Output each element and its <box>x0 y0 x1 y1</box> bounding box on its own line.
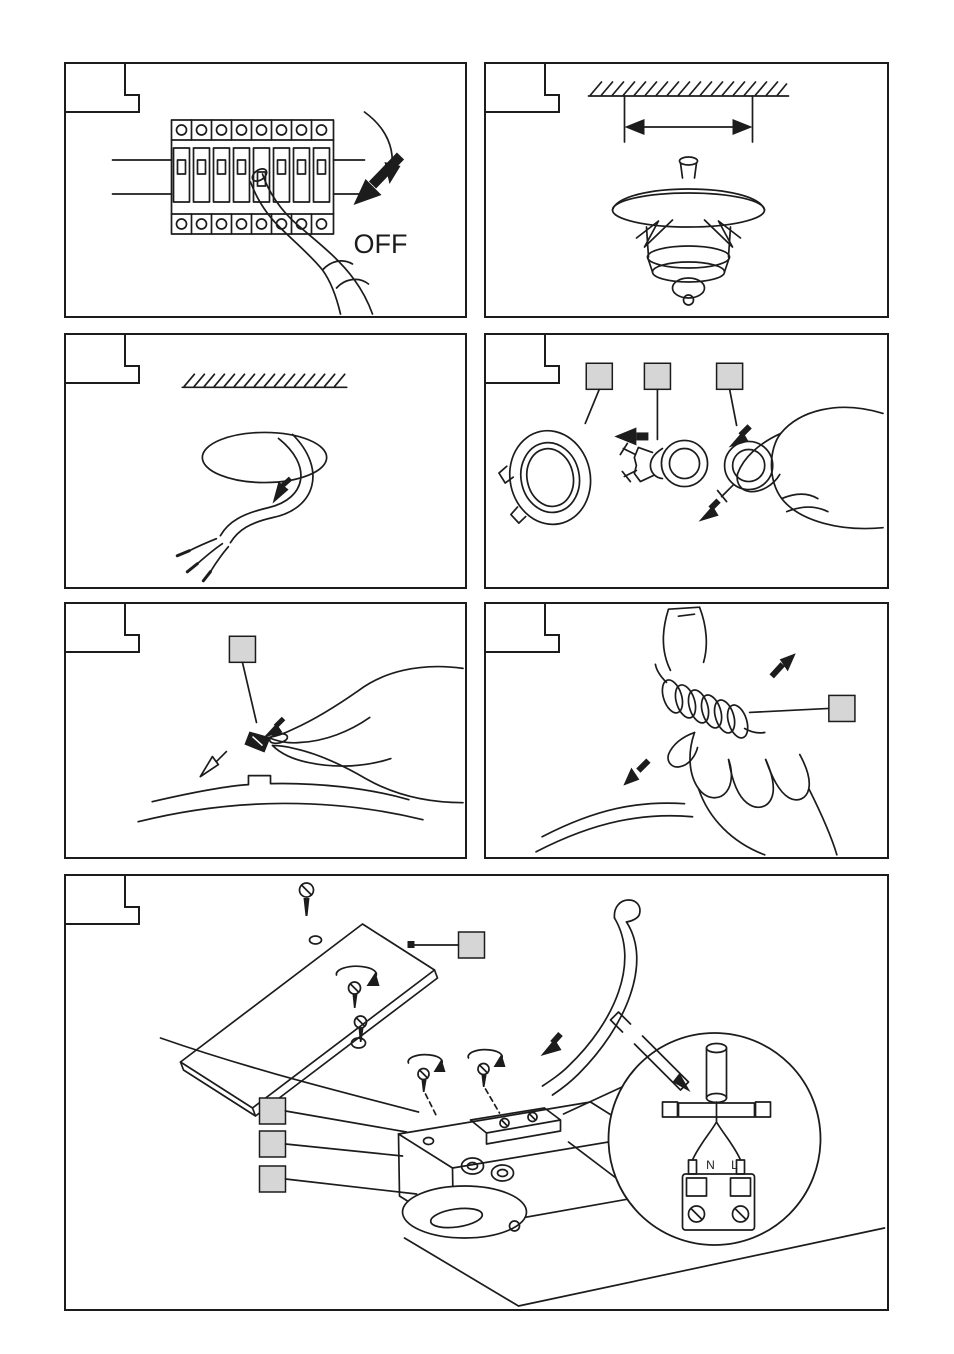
pull-arrow-down <box>623 758 651 786</box>
callout-box <box>258 1165 287 1193</box>
pointing-hand <box>249 167 374 315</box>
step-number-tab <box>64 602 140 653</box>
step-number-tab <box>484 62 560 113</box>
ceiling-fixture <box>611 156 766 306</box>
wiring-detail-inset: N L <box>607 1011 822 1246</box>
illustration-pull-cable <box>175 373 348 583</box>
panel-hold-springs <box>484 602 889 859</box>
push-arrow <box>263 716 286 738</box>
screw-with-turn-arrow-a <box>335 965 380 1008</box>
step-number-tab <box>64 874 140 925</box>
zoom-leader-line <box>562 1083 630 1115</box>
fixture-rim <box>137 774 424 823</box>
terminal-l-label: L <box>731 1158 738 1172</box>
panel-insert-bulb <box>484 333 889 589</box>
terminal-clamp-assembly <box>661 1042 772 1231</box>
cable-arrow <box>540 1032 563 1056</box>
twist-arrow-top <box>728 424 752 448</box>
leader-line <box>241 661 258 724</box>
illustration-mount-and-wire: N L <box>159 882 886 1307</box>
twist-arrow-bottom <box>698 498 721 522</box>
callout-box <box>228 635 257 664</box>
callout-box <box>585 362 614 391</box>
leader-line <box>584 388 601 425</box>
clearance-measure-arrow <box>623 95 754 143</box>
step-number-tab <box>64 62 140 113</box>
panel-pull-cable <box>64 333 467 589</box>
ceiling-hatch <box>587 81 790 97</box>
screw-with-turn-arrow-c <box>407 1053 446 1119</box>
ceiling-hole <box>201 431 328 484</box>
ceiling-hatch <box>181 373 348 389</box>
circuit-breaker-strip <box>111 119 366 235</box>
step-number-tab <box>484 602 560 653</box>
pull-arrow-up <box>769 653 796 679</box>
gu10-bulb <box>619 439 709 488</box>
leader-line <box>728 388 738 427</box>
housing-opening <box>401 1185 528 1239</box>
screwdriver-arrow <box>672 1073 691 1092</box>
callout-box <box>828 694 856 723</box>
mains-cable <box>541 899 641 1096</box>
pinching-hand <box>267 665 464 804</box>
leader-line <box>748 707 830 714</box>
spring-clip-part <box>244 731 271 753</box>
fixture-rim <box>535 802 694 853</box>
leader-line <box>284 1143 404 1157</box>
leader-line <box>284 1178 418 1195</box>
panel-attach-clip <box>64 602 467 859</box>
illustration-ceiling-clearance <box>587 81 790 306</box>
step-number-tab <box>484 333 560 384</box>
switch-off-arrow <box>353 152 405 205</box>
insert-arrow <box>614 427 649 446</box>
leader-dot <box>407 941 415 948</box>
hand-holding-bulb <box>716 406 884 530</box>
coil-spring <box>654 663 766 739</box>
ceiling-cutout-edge <box>159 1037 420 1113</box>
mounting-plate <box>179 923 439 1117</box>
mains-cable <box>175 433 314 583</box>
hand-holding-spring <box>667 731 838 856</box>
off-label: OFF <box>354 229 408 259</box>
pull-down-arrow <box>272 476 293 504</box>
step-number-tab <box>64 333 140 384</box>
illustration-attach-clip <box>137 635 464 823</box>
mounting-ring <box>498 429 592 526</box>
screw-with-turn-arrow-d <box>467 1048 506 1114</box>
panel-check-ceiling-clearance <box>484 62 889 318</box>
leader-line <box>284 1110 408 1133</box>
illustration-hold-springs <box>535 606 856 856</box>
callout-box <box>258 1130 287 1158</box>
panel-turn-power-off: OFF <box>64 62 467 318</box>
callout-box <box>457 931 486 959</box>
screw-b <box>353 1015 368 1042</box>
callout-box <box>715 362 744 391</box>
ceiling-plane-lines <box>403 1227 886 1307</box>
callout-box <box>643 362 672 391</box>
callout-box <box>258 1097 287 1125</box>
illustration-turn-power-off: OFF <box>111 111 408 315</box>
illustration-insert-bulb <box>498 362 884 530</box>
direction-arrow <box>199 750 228 778</box>
terminal-n-label: N <box>706 1158 715 1172</box>
screw-top <box>298 882 315 916</box>
panel-mount-and-wire: N L <box>64 874 889 1311</box>
fixture-edge <box>662 606 708 672</box>
